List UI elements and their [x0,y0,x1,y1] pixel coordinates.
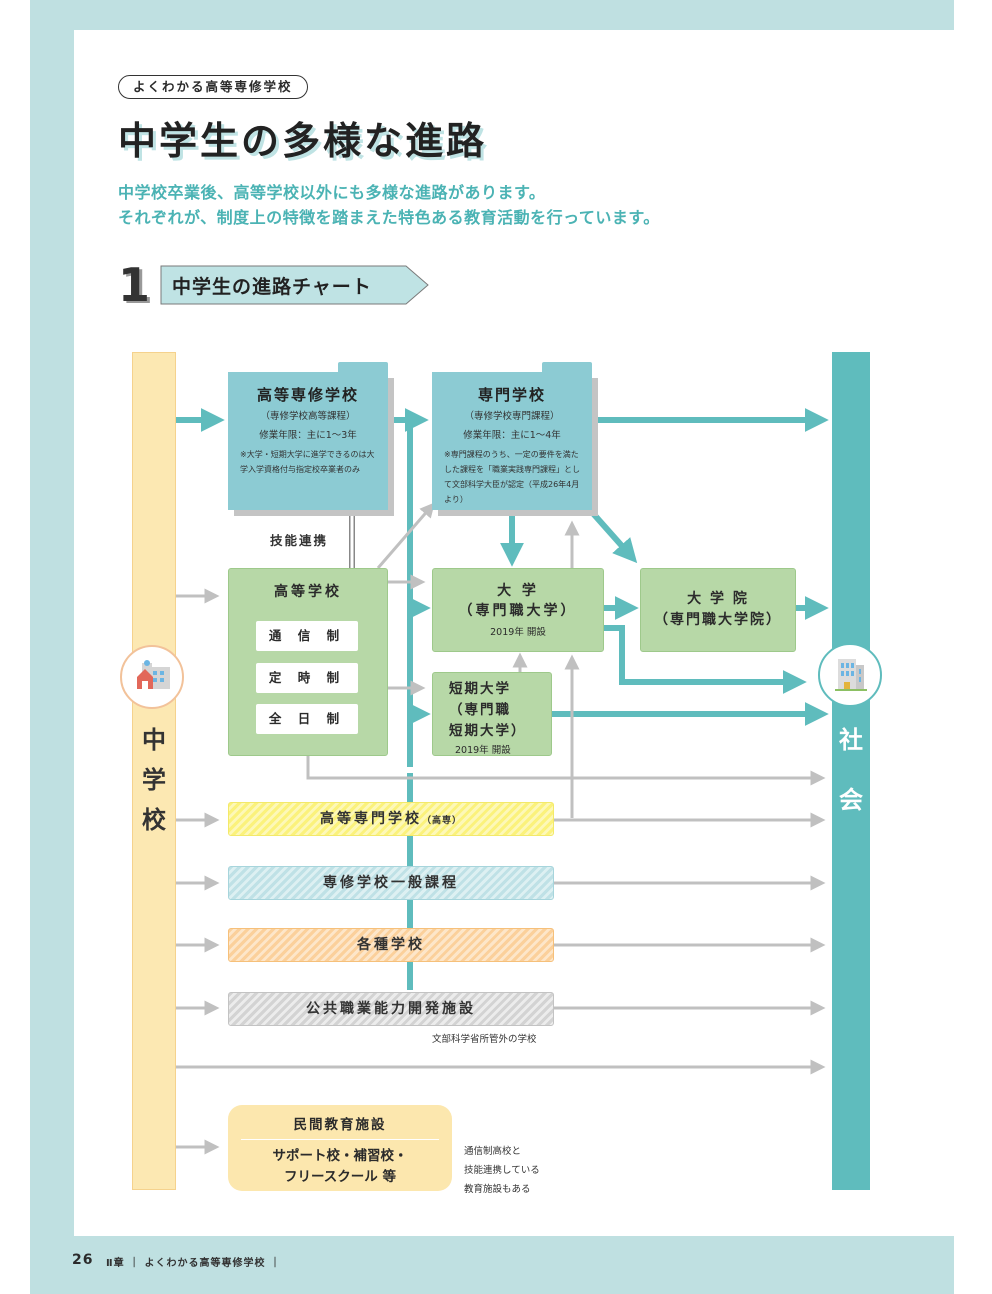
university-title: 大 学 （専門職大学） [433,581,603,621]
public-vocational-band: 公共職業能力開発施設 [228,992,554,1026]
general-course-band: 専修学校一般課程 [228,866,554,900]
private-note-line: 教育施設もある [464,1184,531,1195]
private-education-box: 民間教育施設 サポート校・補習校・ フリースクール 等 [228,1105,452,1191]
mode-part-time: 定 時 制 [256,663,358,693]
high-school-title: 高等学校 [274,584,342,600]
lead-line: 中学校卒業後、高等学校以外にも多様な進路があります。 [118,183,546,202]
junior-line3: 短期大学） [449,723,527,739]
page-frame-top [30,0,954,30]
private-note-line: 技能連携している [464,1165,540,1176]
junior-college-title: 短期大学 （専門職 短期大学） [449,679,551,742]
kosen-band: 高等専門学校（高専） [228,802,554,836]
page-number: 26 [72,1252,94,1268]
society-column [832,352,870,1190]
society-label: 社 会 [831,720,871,820]
private-body-line2: フリースクール 等 [283,1169,397,1185]
page-frame-left [30,0,74,1294]
skill-link-label: 技能連携 [270,533,329,548]
university-line1: 大 学 [497,583,539,599]
jhs-char: 校 [142,806,166,834]
lead-text: 中学校卒業後、高等学校以外にも多様な進路があります。 それぞれが、制度上の特徴を… [118,180,660,230]
graduate-line2: （専門職大学院） [654,612,782,628]
lead-line: それぞれが、制度上の特徴を踏まえた特色ある教育活動を行っています。 [118,208,660,227]
koutou-senshu-subtitle: （専修学校高等課程） [260,411,356,422]
koutou-senshu-box: 高等専修学校 （専修学校高等課程） 修業年限：主に1〜3年 ※大学・短期大学に進… [228,362,388,510]
mode-full-time: 全 日 制 [256,704,358,734]
section-label: 中学生の進路チャート [172,276,372,298]
junior-college-box: 短期大学 （専門職 短期大学） 2019年 開設 [432,672,552,756]
university-note: 2019年 開設 [490,627,546,638]
misc-school-band: 各種学校 [228,928,554,962]
jhs-char: 学 [142,766,166,794]
senmon-title: 専門学校 [477,386,546,404]
junior-line1: 短期大学 [449,681,511,697]
office-building-icon [818,643,882,707]
school-building-icon [120,645,184,709]
private-body: サポート校・補習校・ フリースクール 等 [228,1146,452,1188]
graduate-title: 大 学 院 （専門職大学院） [641,589,795,631]
university-line2: （専門職大学） [458,603,578,619]
senmon-note: ※専門課程のうち、一定の要件を満たした課程を「職業実践専門課程」として文部科学大… [444,450,580,504]
society-char: 社 [839,726,863,754]
koutou-senshu-note: ※大学・短期大学に進学できるのは大学入学資格付与指定校卒業者のみ [240,450,375,474]
junior-college-note: 2019年 開設 [455,745,511,756]
page-frame-bottom [30,1236,954,1294]
junior-high-column [132,352,176,1190]
page-title: 中学生の多様な進路 [118,119,488,163]
private-divider [241,1139,439,1140]
senmon-years: 修業年限：主に1〜4年 [463,430,561,441]
arrow-senmon-to-grad [587,508,638,564]
kosen-abbrev: （高専） [421,816,462,826]
section-number: 1 [118,258,151,312]
university-box: 大 学 （専門職大学） 2019年 開設 [432,568,604,652]
kosen-label: 高等専門学校 [319,811,422,827]
private-title: 民間教育施設 [293,1117,387,1133]
koutou-senshu-years: 修業年限：主に1〜3年 [259,430,357,441]
arrow-hs-to-society [306,756,826,786]
senmon-subtitle: （専修学校専門課程） [464,411,560,422]
senmon-box: 専門学校 （専修学校専門課程） 修業年限：主に1〜4年 ※専門課程のうち、一定の… [432,362,592,510]
footer-chapter: Ⅱ章 ｜ よくわかる高等専修学校 ｜ [106,1258,282,1269]
private-body-line1: サポート校・補習校・ [272,1148,408,1164]
koutou-senshu-title: 高等専修学校 [256,386,359,404]
arrow-hs-to-senmon [376,502,435,569]
junior-high-label: 中 学 校 [134,720,174,840]
jhs-char: 中 [142,726,166,754]
section-tag-shape [160,265,429,305]
arrow-univ-to-society [604,625,807,694]
junior-line2: （専門職 [449,702,511,718]
high-school-box: 高等学校 通 信 制 定 時 制 全 日 制 [228,568,388,756]
private-note: 通信制高校と 技能連携している 教育施設もある [464,1142,540,1199]
private-note-line: 通信制高校と [464,1146,522,1157]
graduate-line1: 大 学 院 [687,591,749,607]
graduate-school-box: 大 学 院 （専門職大学院） [640,568,796,652]
society-char: 会 [839,786,863,814]
outside-ministry-note: 文部科学省所管外の学校 [432,1034,537,1045]
series-badge: よくわかる高等専修学校 [118,75,308,99]
mode-correspondence: 通 信 制 [256,621,358,651]
